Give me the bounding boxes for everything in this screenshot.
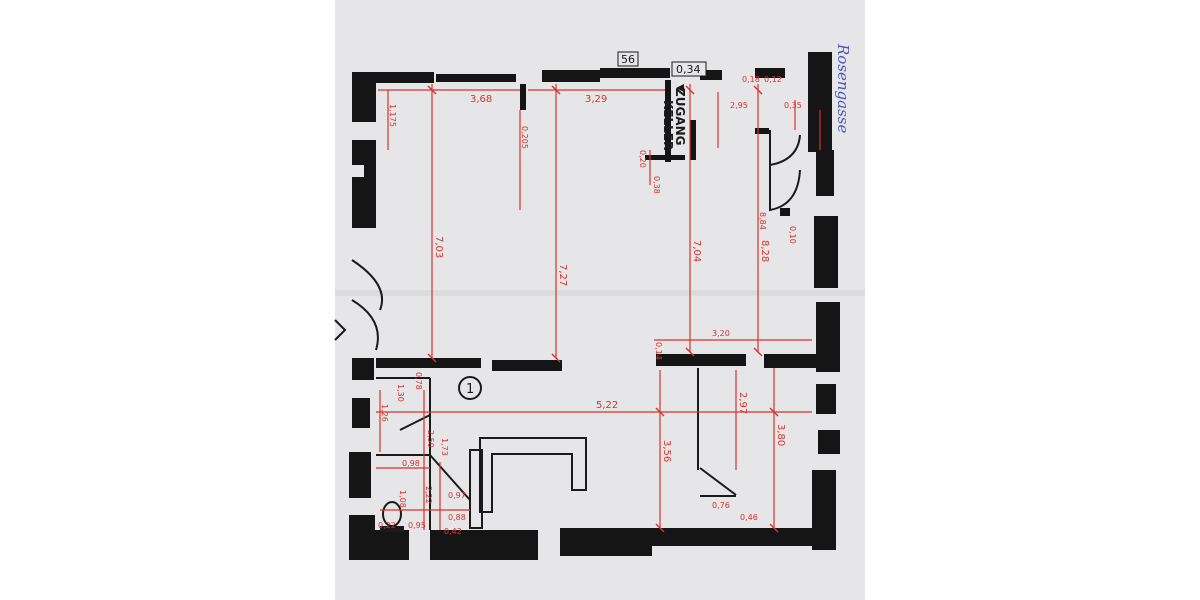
dim-250: 2,50 [426, 430, 435, 448]
dim-098: 0,98 [402, 459, 420, 468]
dim-076: 0,76 [712, 501, 730, 510]
dim-097: 0,97 [448, 491, 466, 500]
top-labels: 56 0,34 [617, 51, 707, 77]
paper-sheet [335, 0, 865, 600]
door-leaves [755, 128, 790, 216]
sheet-number: 56 [621, 53, 635, 66]
dim-130: 1,30 [396, 384, 405, 402]
access-arrow-icon [676, 84, 684, 92]
door-swings [334, 130, 801, 351]
dim-329: 3,29 [585, 94, 607, 105]
stair-marker-label: 1 [466, 382, 474, 397]
walls [349, 52, 840, 560]
dim-704: 7,04 [691, 240, 702, 262]
dim-295: 2,95 [730, 101, 748, 110]
dim-108: 1,08 [398, 490, 407, 508]
dim-828: 8,28 [759, 240, 770, 262]
dim-0205: 0,205 [520, 126, 529, 149]
dim-356: 3,56 [661, 440, 672, 462]
dim-014: 0,14 [654, 342, 663, 360]
dim-1175: 1,175 [388, 104, 397, 127]
dim-078: 0,78 [414, 372, 423, 390]
bathroom-partitions [376, 368, 737, 530]
dim-038: 0,38 [652, 176, 661, 194]
access-label-line1: ZUGANG [673, 88, 687, 145]
access-label-line2: KELLER [661, 100, 675, 150]
dim-222: 2,22 [424, 486, 433, 504]
dim-522: 5,22 [596, 400, 618, 411]
dim-297: 2,97 [737, 392, 748, 414]
dim-173: 1,73 [440, 438, 449, 456]
dim-020: 0,20 [638, 150, 647, 168]
dim-884: 8,84 [758, 212, 767, 230]
dim-022: 0,22 [378, 521, 396, 530]
dim-095: 0,95 [408, 521, 426, 530]
stair-marker-circle [458, 376, 482, 400]
dim-727: 7,27 [557, 264, 568, 286]
dim-012: 0,12 [764, 75, 782, 84]
dim-010: 0,10 [788, 226, 797, 244]
dim-380: 3,80 [775, 424, 786, 446]
dim-703: 7,03 [433, 236, 444, 258]
dim-046: 0,46 [740, 513, 758, 522]
dim-320: 3,20 [712, 329, 730, 338]
dimension-lines [376, 84, 821, 530]
dim-042: 0,42 [444, 527, 462, 536]
dimension-ticks [427, 85, 779, 533]
dim-126: 1,26 [380, 404, 389, 422]
dim-018: 0,18 [742, 75, 760, 84]
dim-368: 3,68 [470, 94, 492, 105]
level-marker: 0,34 [676, 63, 701, 76]
toilet-tank [380, 526, 404, 532]
kitchen-counter [479, 437, 587, 513]
paper-fold-shadow [335, 290, 865, 296]
dim-088: 0,88 [448, 513, 466, 522]
street-name: Rosengasse [834, 43, 852, 134]
dim-035: 0,35 [784, 101, 802, 110]
